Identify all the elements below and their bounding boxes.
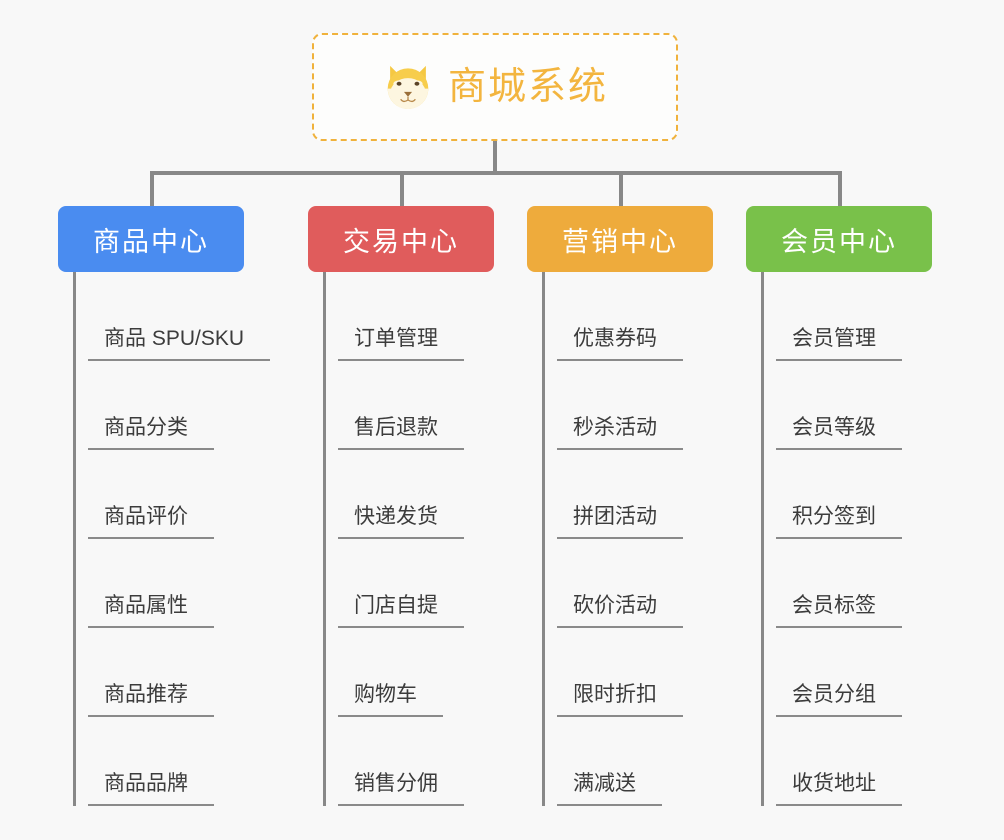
leaf-label: 门店自提 xyxy=(338,595,464,628)
list-item[interactable]: 优惠券码 xyxy=(527,272,713,361)
leaf-label: 积分签到 xyxy=(776,506,902,539)
leaf-label: 砍价活动 xyxy=(557,595,683,628)
list-item[interactable]: 会员分组 xyxy=(746,628,932,717)
leaf-label: 商品属性 xyxy=(88,595,214,628)
column-spine xyxy=(323,272,326,806)
column-spine xyxy=(761,272,764,806)
category-header-trade[interactable]: 交易中心 xyxy=(308,206,494,272)
category-header-member[interactable]: 会员中心 xyxy=(746,206,932,272)
leaf-label: 收货地址 xyxy=(776,773,902,806)
list-item[interactable]: 限时折扣 xyxy=(527,628,713,717)
list-item[interactable]: 满减送 xyxy=(527,717,713,806)
connector-root-vertical xyxy=(493,141,497,173)
leaf-list-marketing: 优惠券码 秒杀活动 拼团活动 砍价活动 限时折扣 满减送 xyxy=(527,272,713,806)
root-node[interactable]: 商城系统 xyxy=(312,33,678,141)
category-title: 营销中心 xyxy=(562,226,678,257)
leaf-label: 销售分佣 xyxy=(338,773,464,806)
leaf-label: 商品评价 xyxy=(88,506,214,539)
list-item[interactable]: 门店自提 xyxy=(308,539,494,628)
leaf-label: 商品品牌 xyxy=(88,773,214,806)
leaf-label: 订单管理 xyxy=(338,328,464,361)
list-item[interactable]: 购物车 xyxy=(308,628,494,717)
leaf-label: 会员等级 xyxy=(776,417,902,450)
leaf-label: 会员分组 xyxy=(776,684,902,717)
leaf-list-member: 会员管理 会员等级 积分签到 会员标签 会员分组 收货地址 xyxy=(746,272,932,806)
list-item[interactable]: 商品品牌 xyxy=(58,717,244,806)
list-item[interactable]: 订单管理 xyxy=(308,272,494,361)
list-item[interactable]: 拼团活动 xyxy=(527,450,713,539)
leaf-label: 限时折扣 xyxy=(557,684,683,717)
leaf-label: 商品 SPU/SKU xyxy=(88,328,271,361)
leaf-label: 售后退款 xyxy=(338,417,464,450)
shiba-dog-icon xyxy=(382,61,434,113)
leaf-list-trade: 订单管理 售后退款 快递发货 门店自提 购物车 销售分佣 xyxy=(308,272,494,806)
leaf-label: 商品推荐 xyxy=(88,684,214,717)
leaf-label: 快递发货 xyxy=(338,506,464,539)
list-item[interactable]: 收货地址 xyxy=(746,717,932,806)
list-item[interactable]: 商品 SPU/SKU xyxy=(58,272,271,361)
list-item[interactable]: 会员管理 xyxy=(746,272,932,361)
leaf-label: 秒杀活动 xyxy=(557,417,683,450)
category-title: 交易中心 xyxy=(343,226,459,257)
column-spine xyxy=(542,272,545,806)
leaf-label: 商品分类 xyxy=(88,417,214,450)
category-column-trade: 交易中心 订单管理 售后退款 快递发货 门店自提 购物车 销售分佣 xyxy=(308,206,494,806)
connector-horizontal-bus xyxy=(150,171,840,175)
category-title: 商品中心 xyxy=(93,226,209,257)
list-item[interactable]: 商品分类 xyxy=(58,361,244,450)
leaf-label: 优惠券码 xyxy=(557,328,683,361)
category-column-product: 商品中心 商品 SPU/SKU 商品分类 商品评价 商品属性 商品推荐 商品品牌 xyxy=(58,206,271,806)
column-spine xyxy=(73,272,76,806)
list-item[interactable]: 售后退款 xyxy=(308,361,494,450)
connector-drop-3 xyxy=(619,171,623,206)
category-title: 会员中心 xyxy=(781,226,897,257)
leaf-label: 购物车 xyxy=(338,684,443,717)
list-item[interactable]: 会员标签 xyxy=(746,539,932,628)
root-title: 商城系统 xyxy=(447,66,608,108)
category-column-member: 会员中心 会员管理 会员等级 积分签到 会员标签 会员分组 收货地址 xyxy=(746,206,932,806)
list-item[interactable]: 会员等级 xyxy=(746,361,932,450)
category-header-marketing[interactable]: 营销中心 xyxy=(527,206,713,272)
category-header-product[interactable]: 商品中心 xyxy=(58,206,244,272)
list-item[interactable]: 商品属性 xyxy=(58,539,244,628)
connector-drop-4 xyxy=(838,171,842,206)
connector-drop-2 xyxy=(400,171,404,206)
category-column-marketing: 营销中心 优惠券码 秒杀活动 拼团活动 砍价活动 限时折扣 满减送 xyxy=(527,206,713,806)
list-item[interactable]: 砍价活动 xyxy=(527,539,713,628)
list-item[interactable]: 销售分佣 xyxy=(308,717,494,806)
leaf-label: 会员标签 xyxy=(776,595,902,628)
leaf-label: 满减送 xyxy=(557,773,662,806)
list-item[interactable]: 秒杀活动 xyxy=(527,361,713,450)
list-item[interactable]: 商品评价 xyxy=(58,450,244,539)
leaf-label: 会员管理 xyxy=(776,328,902,361)
leaf-list-product: 商品 SPU/SKU 商品分类 商品评价 商品属性 商品推荐 商品品牌 xyxy=(58,272,271,806)
connector-drop-1 xyxy=(150,171,154,206)
leaf-label: 拼团活动 xyxy=(557,506,683,539)
list-item[interactable]: 快递发货 xyxy=(308,450,494,539)
list-item[interactable]: 积分签到 xyxy=(746,450,932,539)
list-item[interactable]: 商品推荐 xyxy=(58,628,244,717)
